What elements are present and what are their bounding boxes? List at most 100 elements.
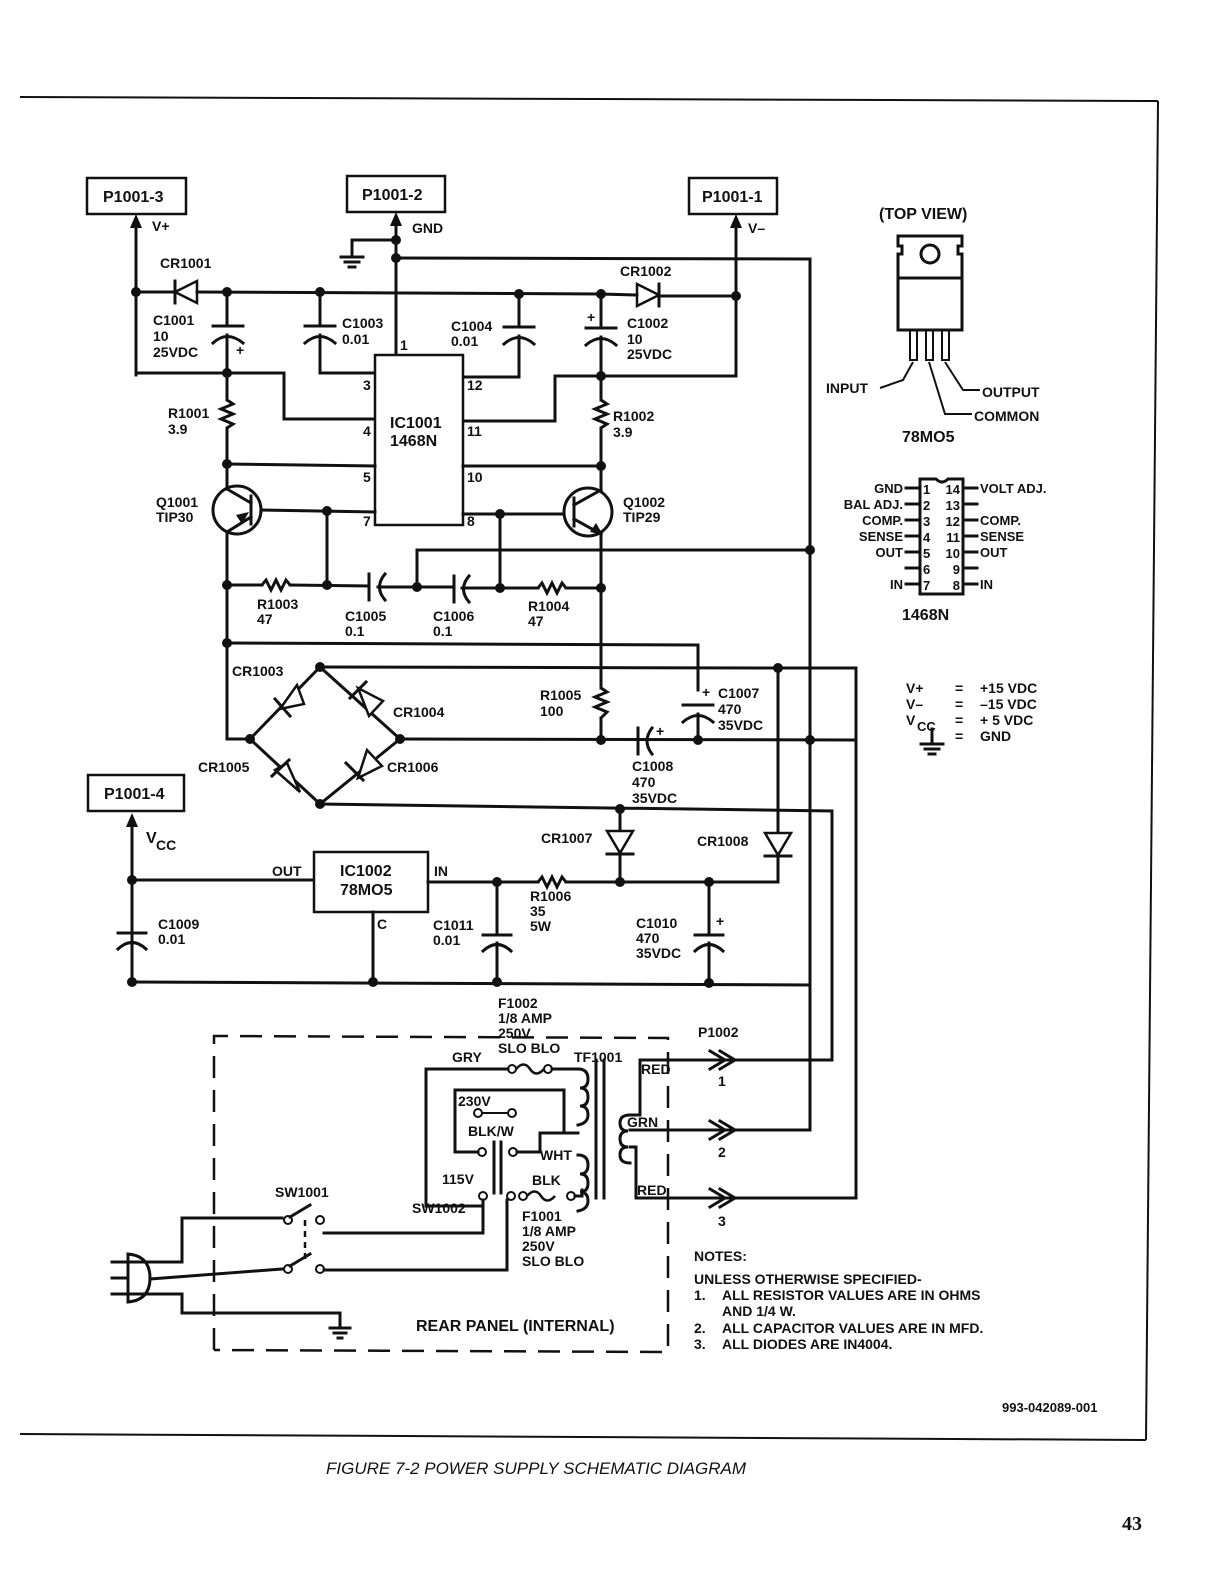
svg-text:35VDC: 35VDC	[632, 790, 677, 806]
legend-equals: =	[955, 680, 963, 696]
capacitor-c1003: C1003 0.01	[302, 290, 383, 375]
svg-text:3: 3	[718, 1213, 726, 1229]
dip-pin-number: 4	[923, 530, 931, 545]
transformer-tf1001: TF1001 230V BLK/W WHT 115V BLK RED GRN R…	[442, 1049, 737, 1213]
svg-text:3: 3	[363, 377, 371, 393]
svg-text:IN: IN	[434, 863, 448, 879]
svg-text:REAR PANEL (INTERNAL): REAR PANEL (INTERNAL)	[416, 1318, 615, 1335]
connector-label: P1001-3	[103, 189, 164, 206]
dip-pin-number: 1	[923, 482, 930, 497]
rear-panel-boundary: REAR PANEL (INTERNAL)	[212, 1034, 670, 1354]
svg-text:35VDC: 35VDC	[636, 945, 681, 961]
svg-text:25VDC: 25VDC	[627, 346, 672, 362]
svg-text:C: C	[377, 916, 387, 932]
svg-text:25VDC: 25VDC	[153, 344, 198, 360]
capacitor-c1011: C1011 0.01	[433, 880, 514, 984]
switch-sw1002[interactable]: SW1002	[322, 1198, 509, 1272]
svg-text:SLO BLO: SLO BLO	[498, 1040, 560, 1056]
arrow-up-icon	[390, 212, 402, 226]
ic1002: IC1002 78MO5 OUT IN C	[272, 850, 448, 984]
svg-text:COMMON: COMMON	[974, 408, 1039, 424]
svg-text:CR1006: CR1006	[387, 759, 439, 775]
svg-text:ALL RESISTOR VALUES ARE IN OHM: ALL RESISTOR VALUES ARE IN OHMS	[722, 1287, 981, 1303]
connector-label: P1001-1	[702, 189, 763, 206]
connector-p1001-2: P1001-2 GND	[339, 174, 447, 357]
diode-cr1004: CR1004	[347, 679, 445, 720]
diode-cr1002: CR1002	[620, 263, 672, 309]
svg-text:8: 8	[467, 513, 475, 529]
svg-text:78MO5: 78MO5	[340, 882, 393, 899]
svg-text:3.: 3.	[694, 1336, 706, 1352]
dip-pin-name: SENSE	[859, 529, 903, 544]
svg-text:CR1004: CR1004	[393, 704, 445, 720]
svg-text:IC1001: IC1001	[390, 415, 442, 432]
switch-sw1001[interactable]: SW1001	[275, 1184, 329, 1274]
svg-text:R1001: R1001	[168, 405, 209, 421]
svg-text:R1006: R1006	[530, 888, 571, 904]
figure-caption: FIGURE 7-2 POWER SUPPLY SCHEMATIC DIAGRA…	[326, 1459, 747, 1478]
transistor-q1002: Q1002 TIP29	[562, 464, 665, 690]
connector-p1001-1: P1001-1 V–	[687, 176, 779, 378]
svg-text:RED: RED	[641, 1061, 671, 1077]
svg-text:C1007: C1007	[718, 685, 759, 701]
ic1001: IC1001 1468N 1 3 4 5 7 12 11 10 8	[363, 337, 483, 529]
arrow-up-icon	[130, 214, 142, 228]
svg-text:2: 2	[718, 1144, 726, 1160]
svg-text:12: 12	[467, 377, 483, 393]
svg-text:Q1001: Q1001	[156, 494, 198, 510]
svg-text:P1002: P1002	[698, 1024, 739, 1040]
svg-text:0.01: 0.01	[433, 932, 460, 948]
connector-p1002: P1002 1 2 3	[698, 983, 834, 1229]
dip-pin-number: 13	[946, 498, 960, 513]
svg-text:SW1002: SW1002	[412, 1200, 466, 1216]
svg-text:BLK: BLK	[532, 1172, 561, 1188]
legend-equals: =	[955, 712, 963, 728]
notes: NOTES: UNLESS OTHERWISE SPECIFIED- 1. AL…	[694, 1248, 983, 1352]
svg-text:10: 10	[627, 331, 643, 347]
svg-text:10: 10	[467, 469, 483, 485]
svg-text:+: +	[587, 309, 595, 325]
dip-pin-number: 5	[923, 546, 930, 561]
svg-text:2.: 2.	[694, 1320, 706, 1336]
ground-icon	[339, 255, 365, 269]
svg-text:R1005: R1005	[540, 687, 581, 703]
capacitor-c1005: C1005 0.1	[345, 571, 388, 639]
svg-text:(TOP VIEW): (TOP VIEW)	[879, 206, 967, 223]
capacitor-c1007: + C1007 470 35VDC	[680, 684, 763, 742]
svg-text:47: 47	[257, 611, 273, 627]
dip-pin-number: 8	[953, 578, 960, 593]
svg-text:470: 470	[718, 701, 742, 717]
net-label-gnd: GND	[412, 220, 443, 236]
svg-text:1/8 AMP: 1/8 AMP	[498, 1010, 552, 1026]
svg-text:CR1003: CR1003	[232, 663, 284, 679]
diode-cr1006: CR1006	[343, 747, 439, 783]
net-label-vminus: V–	[748, 220, 765, 236]
dip-pin-number: 7	[923, 578, 930, 593]
svg-text:C1006: C1006	[433, 608, 474, 624]
svg-text:0.01: 0.01	[158, 931, 185, 947]
dip-pin-name: SENSE	[980, 529, 1024, 544]
dip-pin-name: COMP.	[980, 513, 1021, 528]
svg-text:F1002: F1002	[498, 995, 538, 1011]
svg-text:78MO5: 78MO5	[902, 429, 955, 446]
svg-text:UNLESS OTHERWISE SPECIFIED-: UNLESS OTHERWISE SPECIFIED-	[694, 1271, 922, 1287]
svg-text:CR1001: CR1001	[160, 255, 212, 271]
svg-text:250V: 250V	[498, 1025, 531, 1041]
legend-value: + 5 VDC	[980, 712, 1033, 728]
svg-text:OUTPUT: OUTPUT	[982, 384, 1040, 400]
resistor-r1002: R1002 3.9	[591, 374, 654, 468]
svg-text:R1004: R1004	[528, 598, 569, 614]
svg-text:TIP30: TIP30	[156, 509, 194, 525]
dip-pin-name: BAL ADJ.	[844, 497, 903, 512]
legend-equals: =	[955, 696, 963, 712]
svg-text:100: 100	[540, 703, 564, 719]
svg-text:CR1008: CR1008	[697, 833, 749, 849]
dip-pin-name: OUT	[876, 545, 904, 560]
dip-pin-name: GND	[874, 481, 903, 496]
svg-text:1: 1	[718, 1073, 726, 1089]
resistor-r1001: R1001 3.9	[168, 371, 237, 466]
net-label-vplus: V+	[152, 218, 170, 234]
svg-text:115V: 115V	[442, 1171, 475, 1187]
svg-text:3.9: 3.9	[613, 424, 633, 440]
